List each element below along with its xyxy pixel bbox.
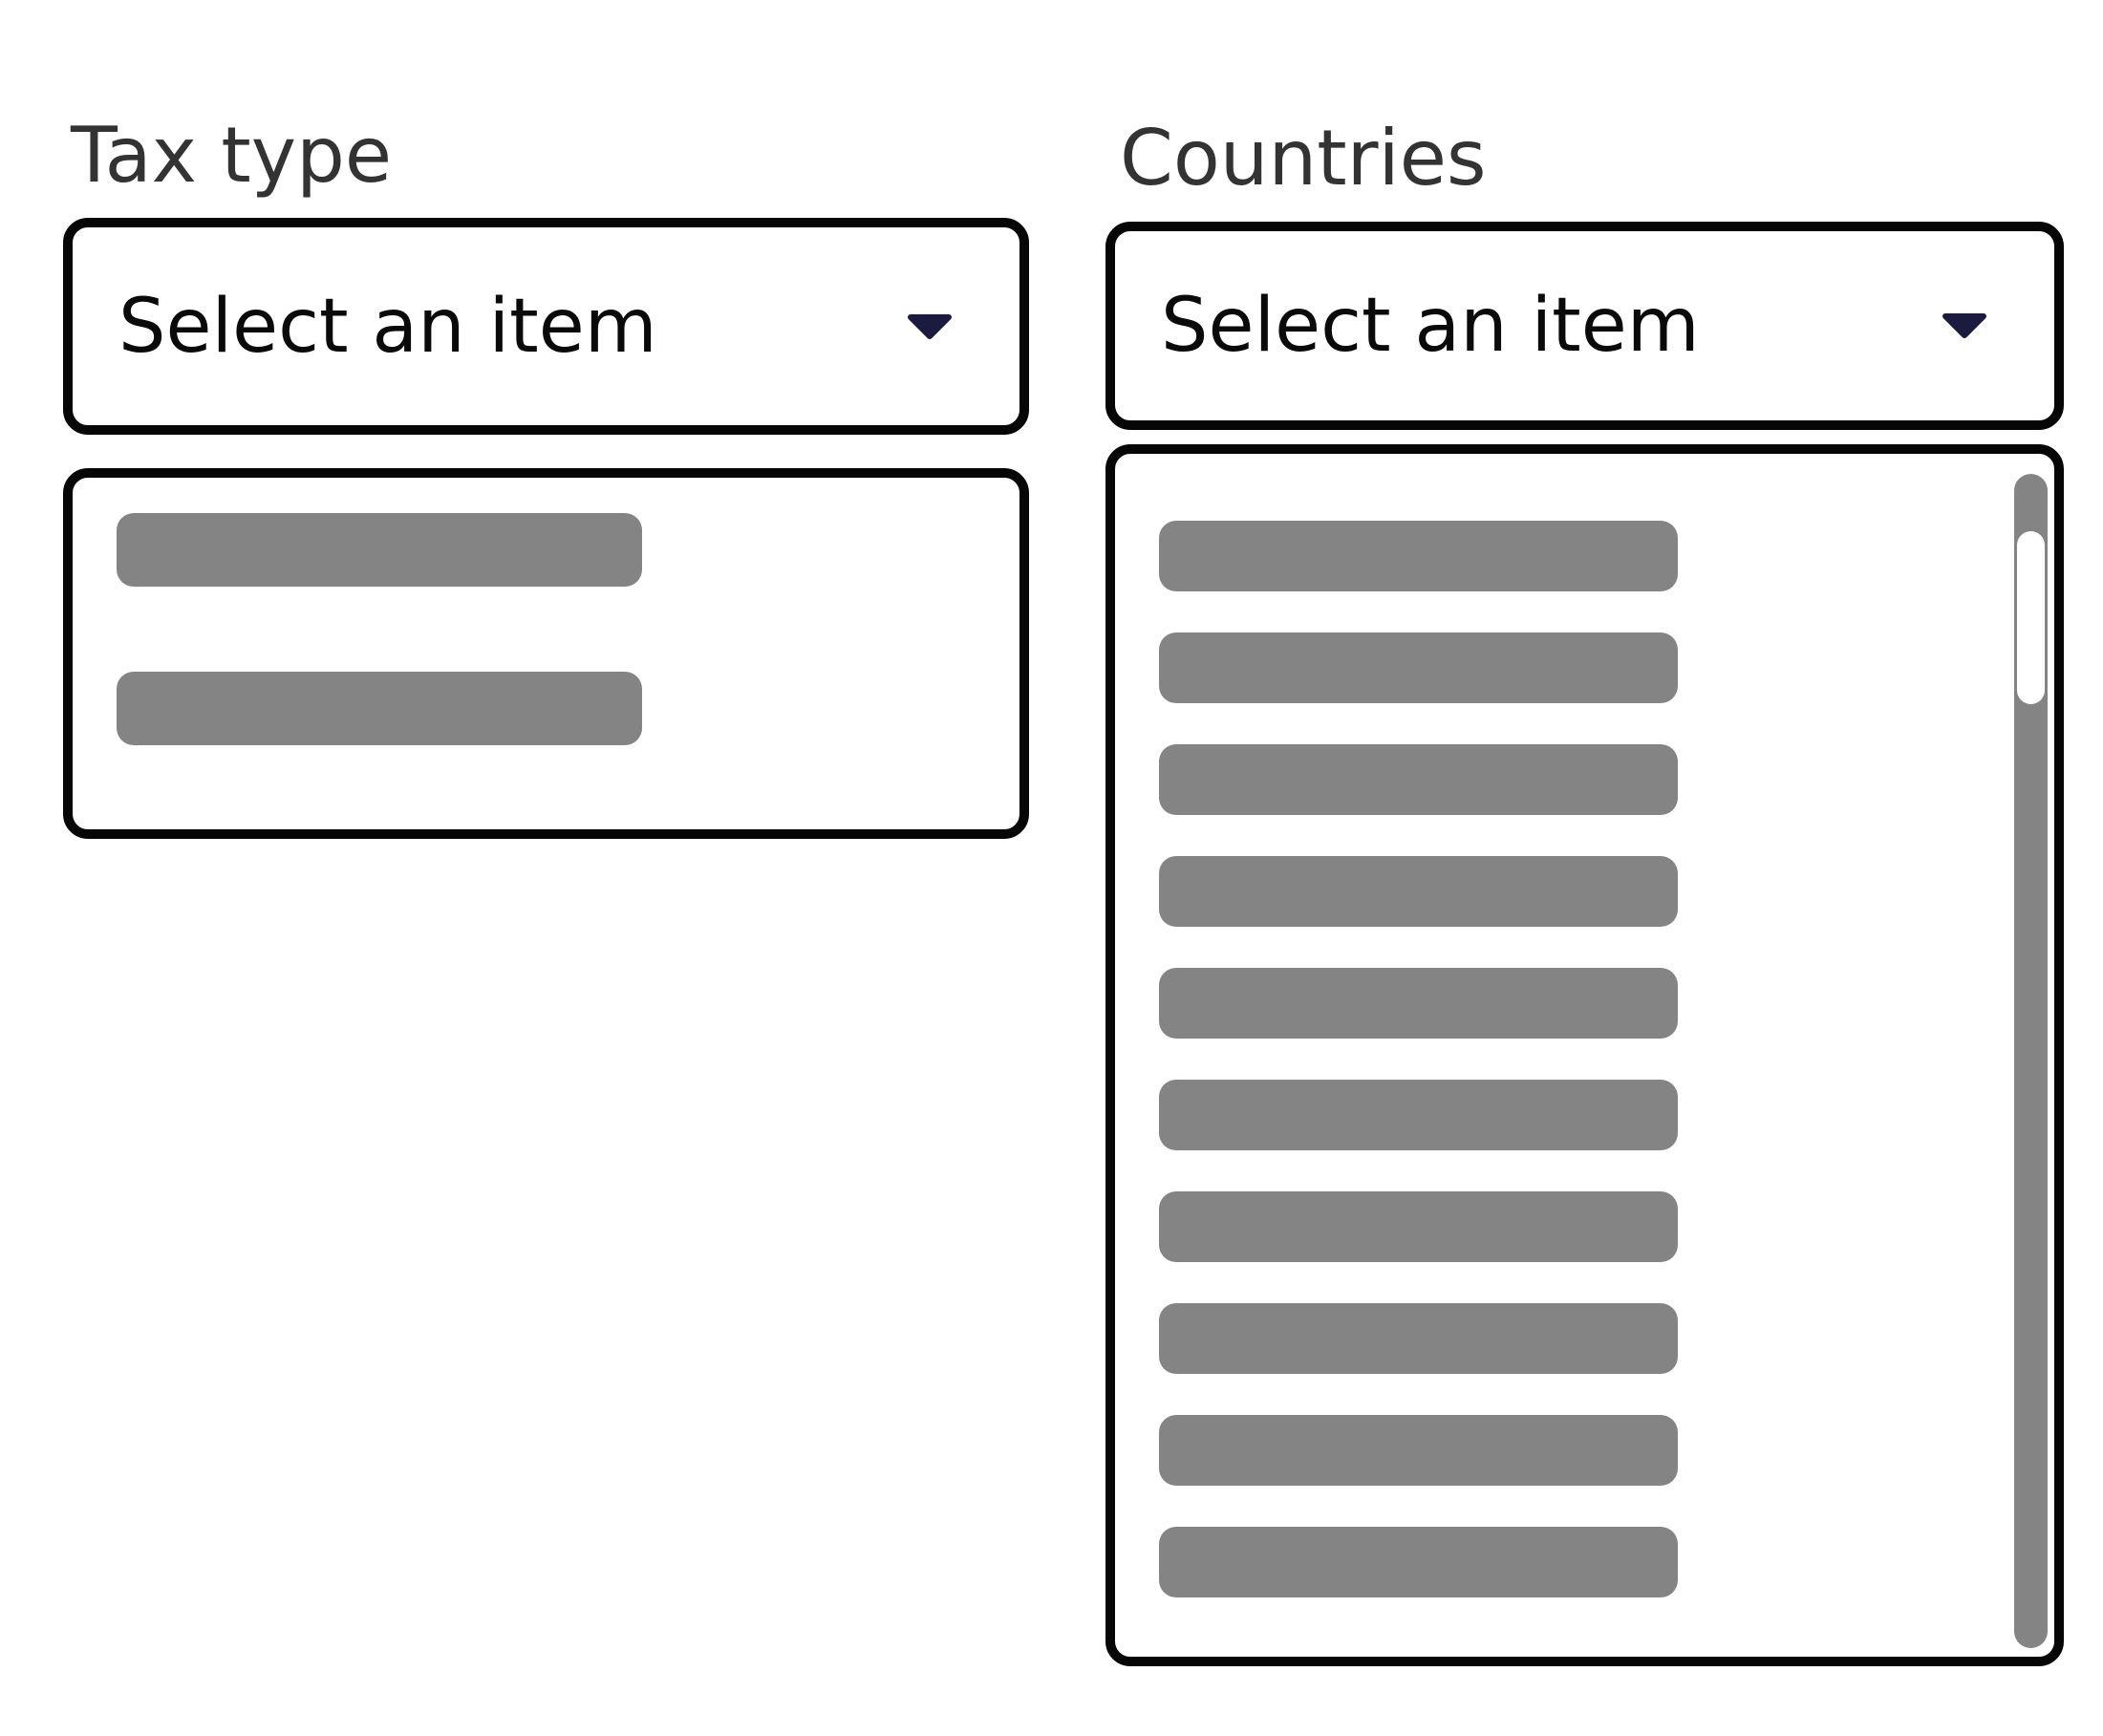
option-item-skeleton[interactable] [1159,1415,1678,1486]
option-item-skeleton[interactable] [117,513,642,587]
scrollbar-thumb[interactable] [2017,531,2045,704]
option-item-skeleton[interactable] [1159,632,1678,703]
tax-type-options-list [63,468,1029,839]
countries-select-value: Select an item [1161,283,1700,369]
tax-type-select-value: Select an item [118,283,657,370]
option-item-skeleton[interactable] [1159,1080,1678,1150]
tax-type-label: Tax type [71,111,393,200]
option-item-skeleton[interactable] [1159,521,1678,591]
countries-label: Countries [1120,114,1487,203]
option-item-skeleton[interactable] [1159,968,1678,1039]
option-item-skeleton[interactable] [117,672,642,745]
caret-down-icon [908,313,952,339]
option-item-skeleton[interactable] [1159,1527,1678,1597]
countries-options-list [1105,444,2064,1666]
tax-type-options [73,478,1019,745]
option-item-skeleton[interactable] [1159,1191,1678,1262]
option-item-skeleton[interactable] [1159,856,1678,927]
scrollbar-track[interactable] [2014,474,2048,1648]
caret-down-icon [1942,313,1986,338]
tax-type-select[interactable]: Select an item [63,218,1029,435]
countries-select[interactable]: Select an item [1105,222,2064,430]
countries-options [1115,454,2054,1597]
option-item-skeleton[interactable] [1159,1303,1678,1374]
option-item-skeleton[interactable] [1159,744,1678,815]
